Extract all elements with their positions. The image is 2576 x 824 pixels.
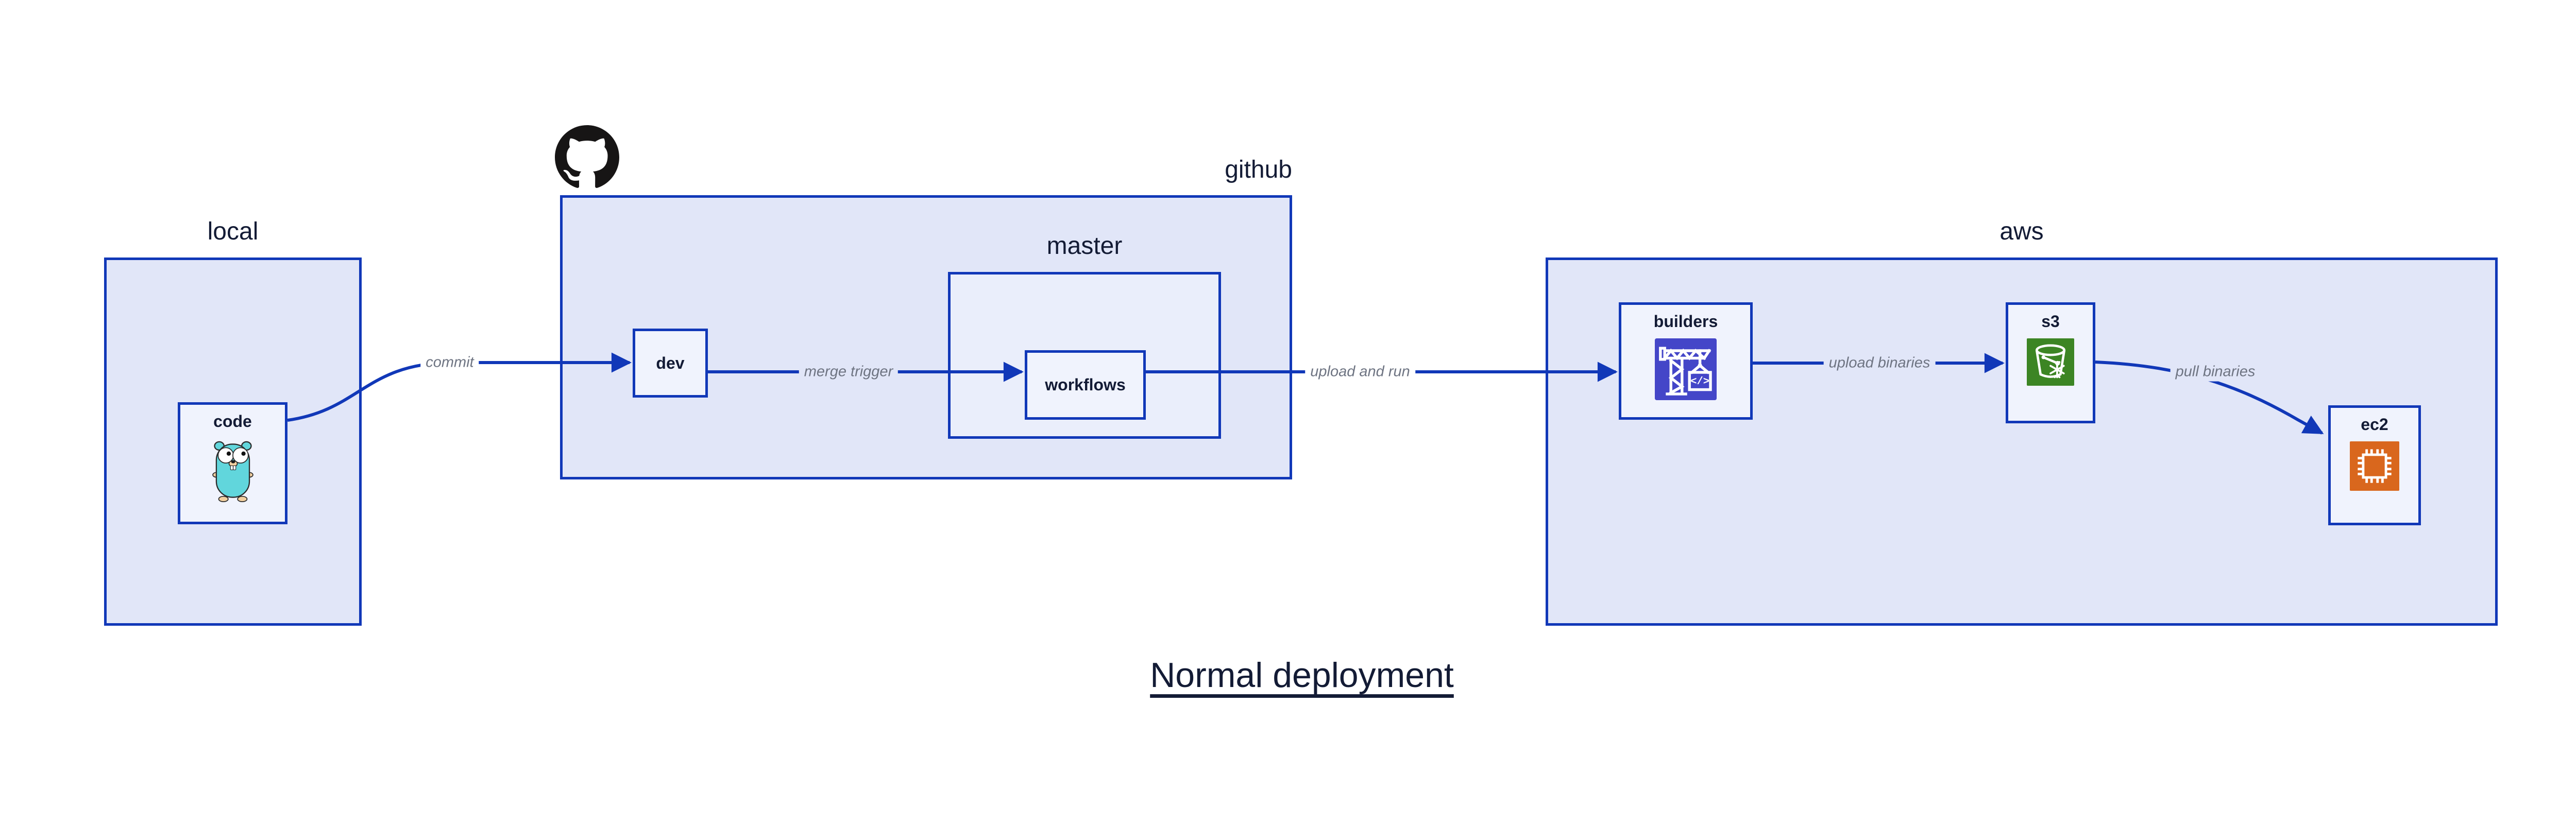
edge-label-merge-trigger: merge trigger bbox=[799, 362, 899, 382]
node-builders-label: builders bbox=[1653, 312, 1718, 331]
build-crane-icon: </> bbox=[1655, 338, 1717, 400]
edge-label-commit: commit bbox=[420, 353, 479, 372]
node-builders: builders </> bbox=[1619, 302, 1753, 420]
gopher-icon bbox=[212, 441, 253, 502]
container-label-master: master bbox=[1046, 232, 1123, 260]
svg-text:</>: </> bbox=[1690, 376, 1709, 388]
edge-label-upload-and-run: upload and run bbox=[1305, 362, 1415, 382]
node-dev: dev bbox=[633, 329, 708, 398]
node-workflows-label: workflows bbox=[1045, 375, 1126, 394]
cpu-chip-icon bbox=[2350, 441, 2399, 491]
node-s3-label: s3 bbox=[2041, 312, 2060, 331]
node-dev-label: dev bbox=[656, 353, 685, 372]
container-label-aws: aws bbox=[1999, 218, 2044, 245]
container-label-local: local bbox=[207, 218, 259, 245]
node-ec2-label: ec2 bbox=[2361, 415, 2388, 434]
node-ec2: ec2 bbox=[2328, 405, 2421, 525]
edge-label-pull-binaries: pull binaries bbox=[2170, 362, 2261, 382]
github-octocat-icon bbox=[555, 125, 619, 188]
s3-bucket-icon bbox=[2027, 338, 2074, 386]
diagram-title: Normal deployment bbox=[1150, 656, 1454, 695]
node-code: code bbox=[178, 402, 287, 524]
node-code-label: code bbox=[213, 412, 252, 431]
edge-label-upload-binaries: upload binaries bbox=[1823, 353, 1936, 373]
node-s3: s3 bbox=[2006, 302, 2095, 423]
node-workflows: workflows bbox=[1025, 350, 1146, 420]
container-label-github: github bbox=[1225, 156, 1292, 183]
